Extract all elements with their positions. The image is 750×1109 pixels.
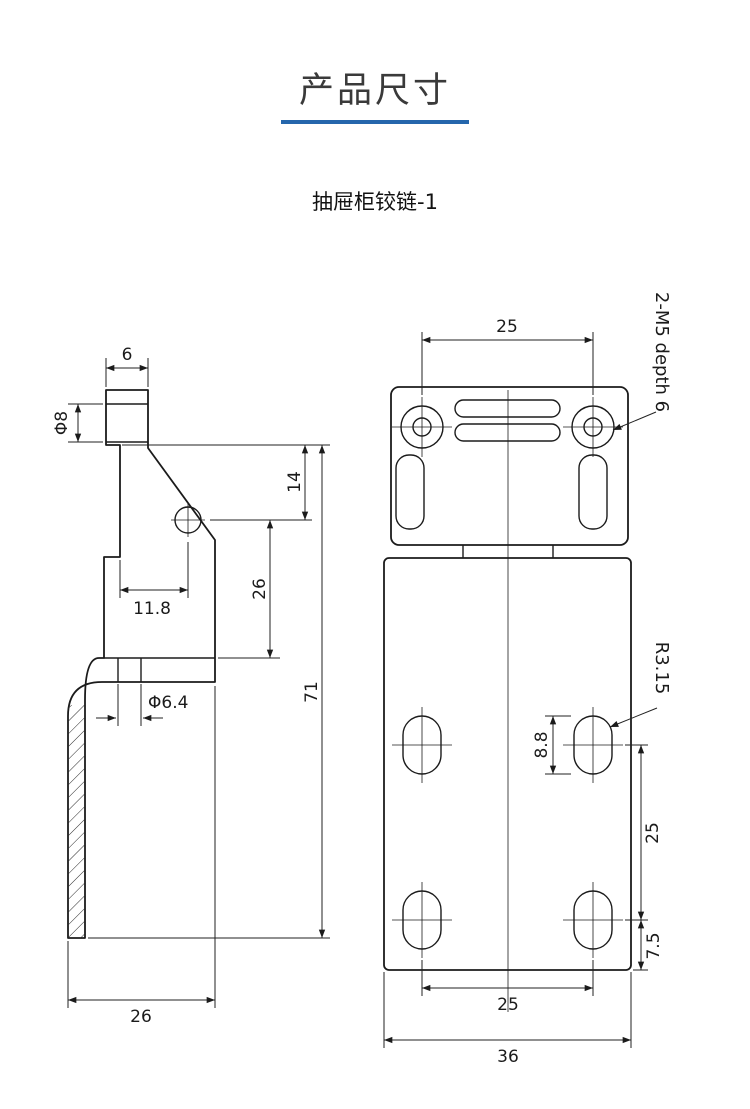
side-view: 6 Φ8 14 26 bbox=[52, 345, 330, 1027]
dim-overall-width-text: 36 bbox=[497, 1047, 519, 1067]
title-underline bbox=[281, 120, 469, 124]
dim-base-depth: 26 bbox=[67, 686, 216, 1027]
dim-base-hole-dia-text: Φ6.4 bbox=[148, 693, 188, 713]
dim-edge-to-pivot: 11.8 bbox=[119, 542, 189, 619]
dim-bottom-margin-text: 7.5 bbox=[644, 932, 664, 959]
dim-top-to-pivot: 14 bbox=[122, 444, 330, 521]
page-title: 产品尺寸 bbox=[298, 71, 451, 111]
oval-hole-bottom-left bbox=[392, 882, 452, 958]
horizontal-slots bbox=[454, 399, 561, 442]
dim-base-hole-dia: Φ6.4 bbox=[96, 684, 188, 726]
dim-top-to-pivot-text: 14 bbox=[285, 471, 305, 493]
dim-top-hole-spacing-text: 25 bbox=[496, 317, 518, 337]
thread-callout-text: 2-M5 depth 6 bbox=[651, 292, 672, 412]
dim-slot-row-spacing: 25 bbox=[625, 744, 663, 921]
dim-overall-width: 36 bbox=[383, 972, 632, 1067]
dim-slot-length-text: 8.8 bbox=[532, 731, 552, 758]
dim-base-depth-text: 26 bbox=[130, 1007, 152, 1027]
top-plate-outline bbox=[390, 386, 629, 546]
dim-tab-width-text: 6 bbox=[122, 345, 133, 365]
dim-tab-width: 6 bbox=[105, 345, 149, 387]
dim-top-hole-spacing: 25 bbox=[421, 317, 594, 395]
top-left-screw-hole bbox=[392, 397, 452, 457]
dim-pivot-hole-dia: Φ8 bbox=[52, 403, 103, 443]
slot-radius-callout: R3.15 bbox=[609, 642, 672, 728]
dim-pivot-to-base-text: 26 bbox=[250, 578, 270, 600]
section-hatching bbox=[68, 705, 85, 938]
bottom-plate-outline bbox=[383, 557, 632, 971]
top-right-screw-hole bbox=[563, 397, 623, 457]
dim-pivot-hole-dia-text: Φ8 bbox=[52, 411, 72, 435]
slot-radius-callout-text: R3.15 bbox=[651, 642, 672, 695]
oval-hole-top-left bbox=[392, 707, 452, 783]
dim-overall-height-text: 71 bbox=[302, 681, 322, 703]
dim-edge-to-pivot-text: 11.8 bbox=[133, 599, 171, 619]
dim-pivot-to-base: 26 bbox=[218, 520, 280, 659]
dim-slot-row-spacing-text: 25 bbox=[643, 822, 663, 844]
product-name: 抽屉柜铰链-1 bbox=[312, 190, 438, 214]
pivot-hole bbox=[171, 503, 205, 537]
dim-bottom-margin: 7.5 bbox=[633, 920, 664, 971]
oval-hole-top-right bbox=[563, 707, 623, 783]
thread-callout: 2-M5 depth 6 bbox=[612, 292, 672, 431]
pivot-knuckle-hole bbox=[106, 403, 148, 443]
dim-slot-length: 8.8 bbox=[532, 715, 571, 775]
oval-hole-bottom-right bbox=[563, 882, 623, 958]
dim-slot-col-spacing-text: 25 bbox=[497, 995, 519, 1015]
front-view: 25 2-M5 depth 6 R3.15 8.8 bbox=[383, 292, 672, 1067]
base-hole-edges bbox=[117, 658, 142, 682]
dim-slot-col-spacing: 25 bbox=[421, 960, 594, 1015]
dim-overall-height: 71 bbox=[88, 445, 330, 939]
vertical-slots bbox=[395, 454, 608, 530]
